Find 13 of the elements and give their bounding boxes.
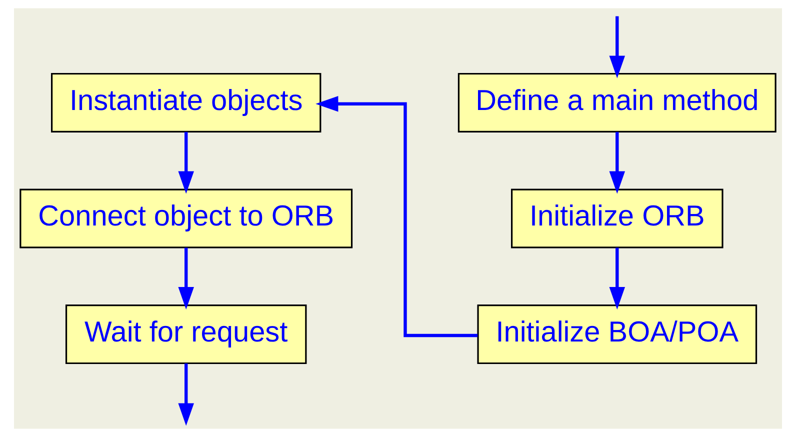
node-box: Connect object to ORB (19, 188, 352, 248)
arrow (315, 96, 478, 338)
arrow (608, 132, 625, 194)
node-box: Initialize ORB (510, 188, 723, 248)
arrow (178, 248, 194, 310)
arrow (178, 363, 194, 426)
arrow (178, 132, 194, 194)
node-box: Instantiate objects (50, 72, 321, 132)
arrow (608, 16, 625, 78)
node-box: Wait for request (64, 304, 306, 364)
node-box: Define a main method (457, 72, 776, 132)
node-box: Initialize BOA/POA (476, 304, 757, 364)
arrow (608, 248, 625, 310)
